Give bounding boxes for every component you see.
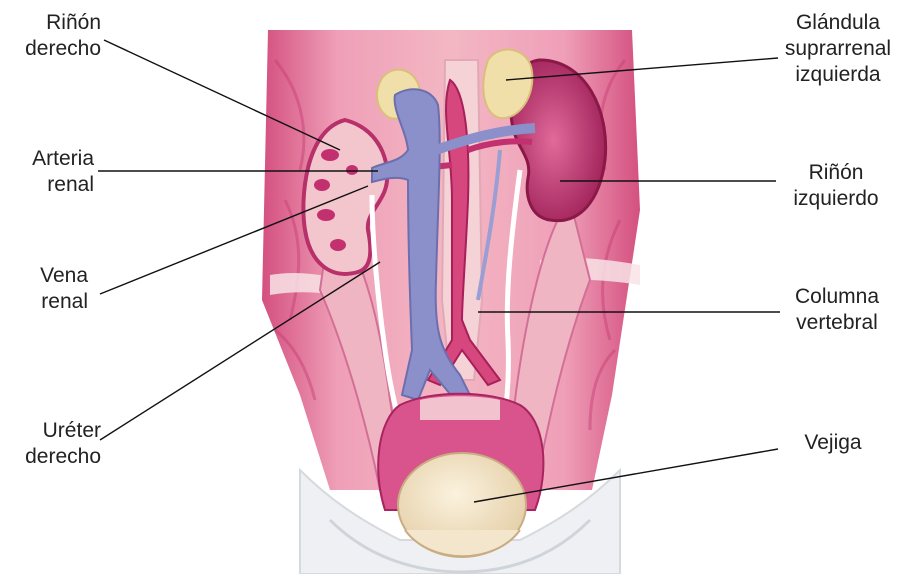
label-vena-renal-line2: renal <box>8 289 88 315</box>
label-arteria-renal-line1: Arteria <box>8 146 94 172</box>
label-rinon-izquierdo: Riñón izquierdo <box>780 160 892 212</box>
label-arteria-renal: Arteria renal <box>8 146 94 198</box>
label-vejiga-line1: Vejiga <box>790 430 876 456</box>
label-columna-line2: vertebral <box>782 310 892 336</box>
label-ureter-derecho-line1: Uréter <box>8 418 101 444</box>
label-columna-vertebral: Columna vertebral <box>782 284 892 336</box>
label-vena-renal: Vena renal <box>8 263 88 315</box>
label-glandula-suprarrenal: Glándula suprarrenal izquierda <box>776 10 900 88</box>
label-vena-renal-line1: Vena <box>8 263 88 289</box>
pelvic-floor-light <box>420 396 500 420</box>
label-arteria-renal-line2: renal <box>8 172 94 198</box>
label-columna-line1: Columna <box>782 284 892 310</box>
label-glandula-line2: suprarrenal <box>776 36 900 62</box>
label-vejiga: Vejiga <box>790 430 876 456</box>
label-rinon-izquierdo-line1: Riñón <box>780 160 892 186</box>
label-rinon-izquierdo-line2: izquierdo <box>780 186 892 212</box>
label-glandula-line3: izquierda <box>776 62 900 88</box>
label-ureter-derecho-line2: derecho <box>8 444 101 470</box>
label-glandula-line1: Glándula <box>776 10 900 36</box>
label-rinon-derecho: Riñón derecho <box>8 10 101 62</box>
label-rinon-derecho-line2: derecho <box>8 36 101 62</box>
label-ureter-derecho: Uréter derecho <box>8 418 101 470</box>
label-rinon-derecho-line1: Riñón <box>8 10 101 36</box>
